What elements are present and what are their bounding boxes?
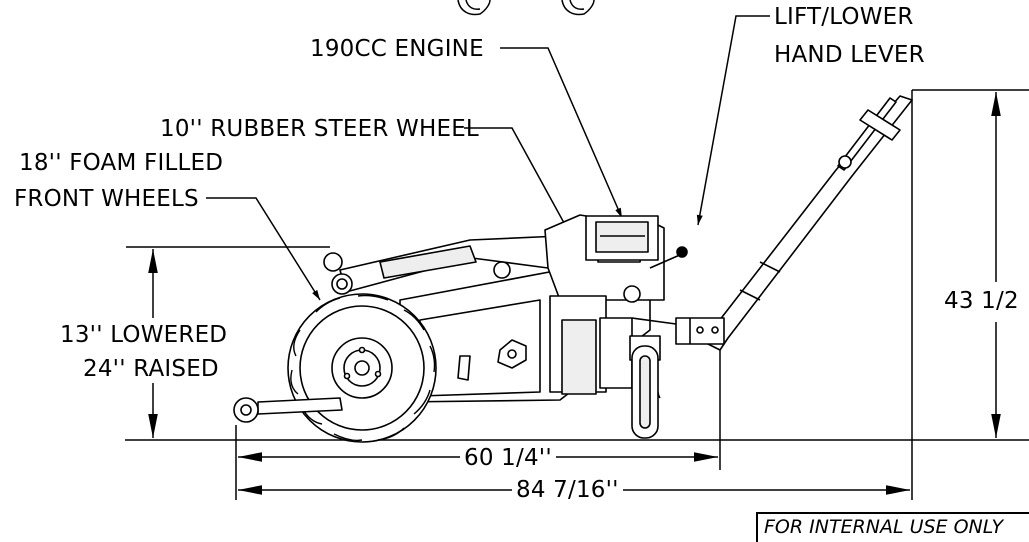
- steer-wheel: [629, 335, 661, 439]
- lift-lower-label-line2: HAND LEVER: [774, 42, 925, 68]
- overall-height-dimension: 43 1/2: [940, 290, 1023, 313]
- top-partial-part: [457, 0, 595, 16]
- overall-length-dimension: 84 7/16'': [512, 479, 623, 502]
- front-wheels-label-line1: 18'' FOAM FILLED: [19, 150, 224, 176]
- height-raised-label: 24'' RAISED: [83, 356, 219, 382]
- machine-drawing: [125, 0, 1029, 500]
- wheelbase-dimension: 60 1/4'': [460, 447, 556, 470]
- front-wheels-label-line2: FRONT WHEELS: [14, 186, 199, 212]
- walk-behind-machine: [233, 95, 913, 443]
- lift-lower-label-line1: LIFT/LOWER: [774, 4, 914, 30]
- front-wheel: [287, 293, 437, 443]
- lever-knob: [676, 246, 688, 258]
- steer-wheel-label: 10'' RUBBER STEER WHEEL: [160, 116, 479, 142]
- engine-label: 190CC ENGINE: [310, 36, 484, 62]
- dimension-lines: [126, 89, 1029, 500]
- height-lowered-label: 13'' LOWERED: [60, 322, 228, 348]
- handle-bar: [699, 95, 913, 351]
- internal-use-note: FOR INTERNAL USE ONLY: [756, 512, 1029, 542]
